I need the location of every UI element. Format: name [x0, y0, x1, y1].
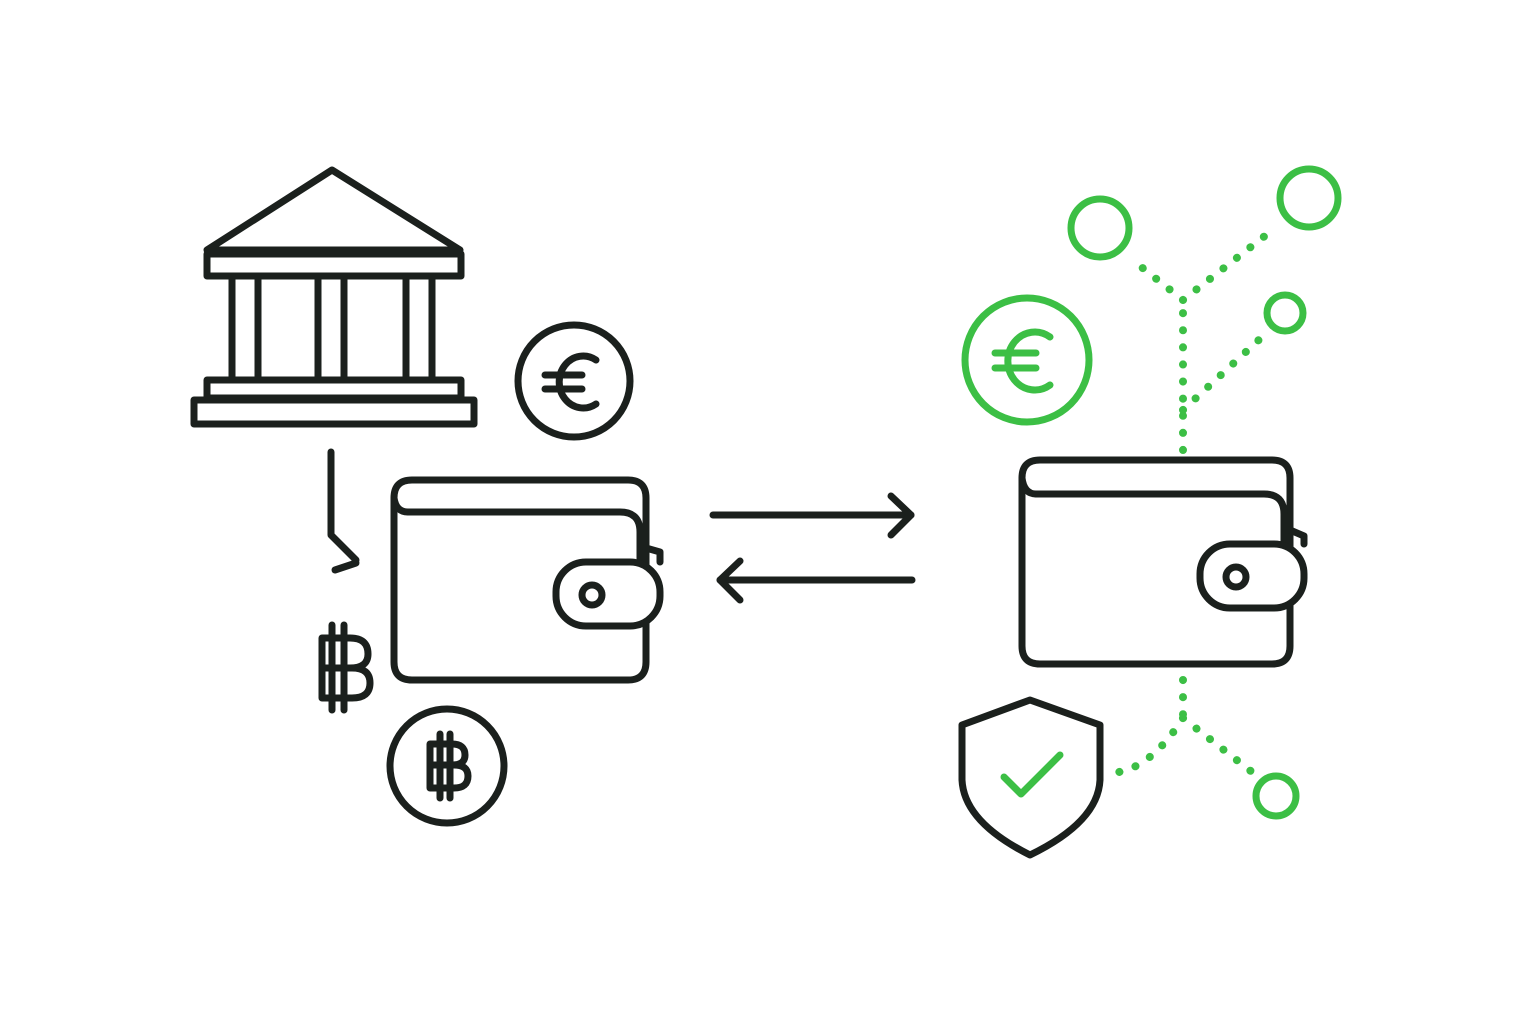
- shield-check-icon: [958, 696, 1104, 859]
- wallet-icon: [1018, 456, 1308, 668]
- network-lines: [1108, 224, 1279, 777]
- bitcoin-icon: [318, 621, 374, 714]
- bank-icon: [190, 166, 478, 428]
- bitcoin-coin-icon: [386, 705, 508, 827]
- euro-coin-icon: [961, 294, 1093, 426]
- network-node-icon: [1067, 165, 1342, 820]
- arrow-left-icon: [716, 557, 916, 604]
- arrow-down-icon: [327, 448, 360, 574]
- euro-coin-icon: [514, 321, 634, 441]
- arrow-right-icon: [709, 492, 915, 539]
- wallet-icon: [390, 476, 664, 684]
